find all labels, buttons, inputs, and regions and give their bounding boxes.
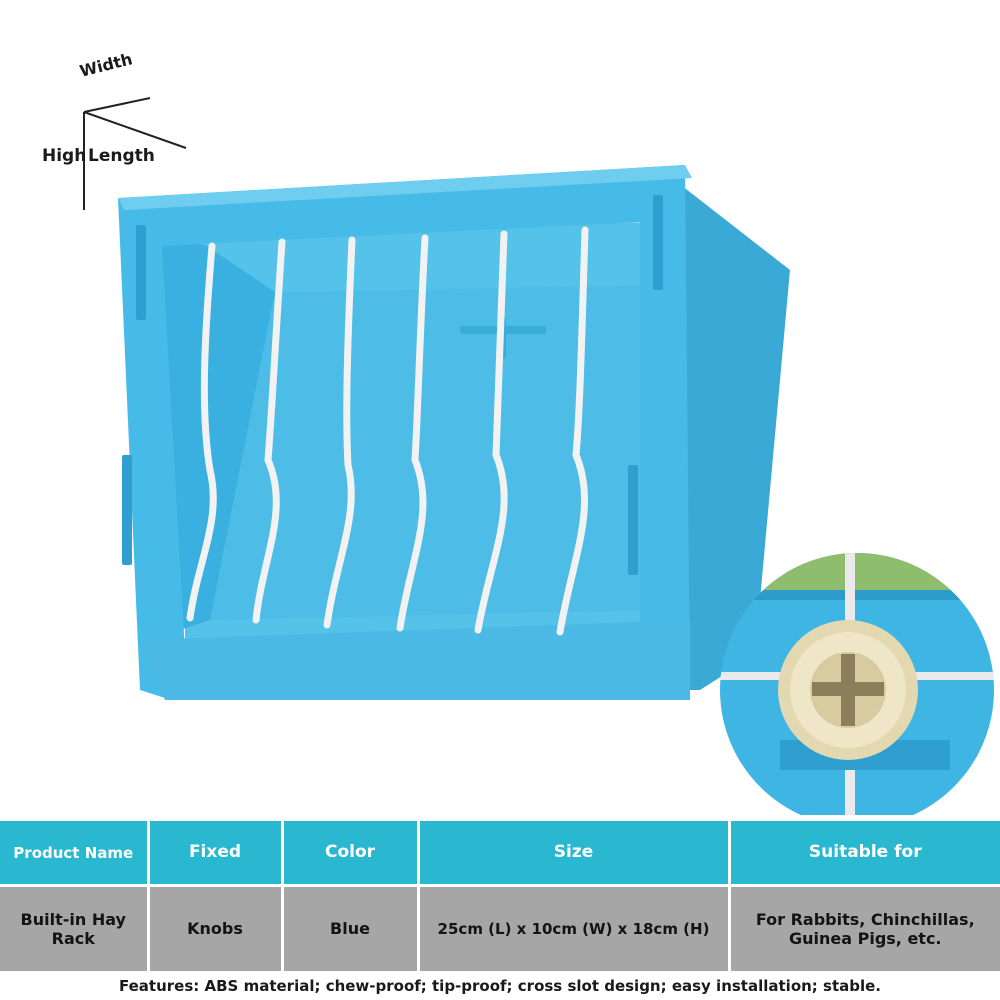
features-note: Features: ABS material; chew-proof; tip-… (119, 977, 881, 995)
spec-table: Product Name Fixed Color Size Suitable f… (0, 821, 1000, 971)
value-fixed: Knobs (148, 885, 284, 971)
value-color: Blue (282, 885, 420, 971)
header-fixed: Fixed (148, 821, 284, 887)
spec-header-row: Product Name Fixed Color Size Suitable f… (0, 821, 1000, 887)
rack-body (118, 165, 790, 700)
hay-rack-illustration (83, 97, 994, 815)
header-suitable-for: Suitable for (729, 821, 1000, 887)
value-size: 25cm (L) x 10cm (W) x 18cm (H) (418, 885, 731, 971)
high-label: High (42, 146, 87, 166)
dimension-axes (83, 97, 187, 210)
length-label: Length (88, 146, 155, 166)
header-product-name: Product Name (0, 821, 150, 887)
header-color: Color (282, 821, 420, 887)
header-size: Size (418, 821, 731, 887)
spec-value-row: Built-in Hay Rack Knobs Blue 25cm (L) x … (0, 885, 1000, 971)
value-product-name: Built-in Hay Rack (0, 885, 150, 971)
wire-bars (186, 226, 589, 636)
product-illustration: Width High Length (42, 49, 994, 815)
knob-closeup-icon (720, 553, 994, 815)
value-suitable-for: For Rabbits, Chinchillas, Guinea Pigs, e… (729, 885, 1000, 971)
